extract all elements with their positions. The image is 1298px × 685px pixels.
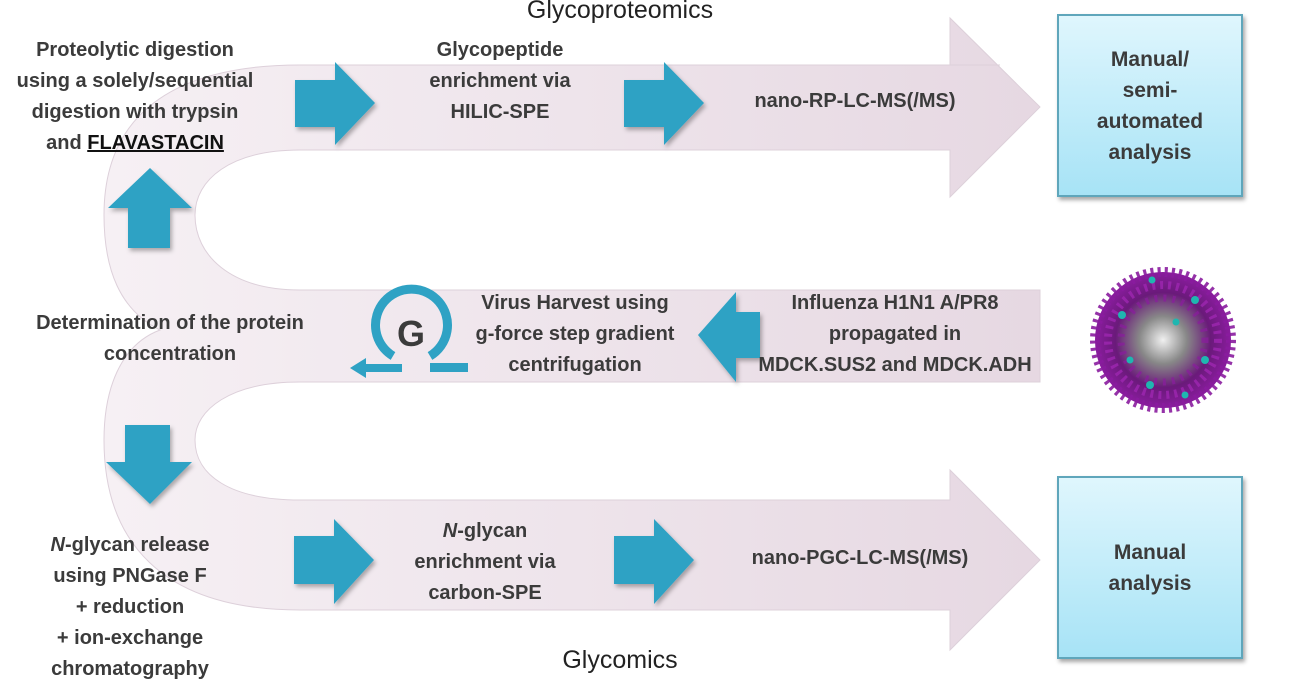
text-rest: -glycan	[457, 520, 528, 542]
upper-band	[103, 16, 1041, 652]
text-line: Proteolytic digestion	[36, 39, 234, 61]
arrow-down	[106, 425, 192, 504]
arrow-right-1	[295, 62, 375, 145]
italic-n: N	[50, 534, 65, 556]
title-glycomics: Glycomics	[562, 646, 678, 674]
step-n-glycan-release: N-glycan release using PNGase F + reduct…	[0, 530, 260, 685]
text-line: Determination of the protein	[36, 312, 304, 334]
text-line: MDCK.SUS2 and MDCK.ADH	[758, 354, 1032, 376]
step-nano-pgc-lc-ms: nano-PGC-LC-MS(/MS)	[720, 543, 1000, 574]
text-line: concentration	[103, 343, 237, 365]
step-protein-concentration: Determination of the protein concentrati…	[0, 308, 340, 370]
text-line: N-glycan	[385, 516, 585, 547]
text-line: Manual/	[1110, 47, 1190, 71]
arrow-right-3	[294, 519, 374, 604]
text-line: analysis	[1108, 140, 1192, 164]
text-line: automated	[1096, 109, 1204, 133]
text-line: nano-PGC-LC-MS(/MS)	[751, 547, 969, 569]
text-line: HILIC-SPE	[450, 101, 550, 123]
text-line: + ion-exchange	[56, 627, 204, 649]
centrifuge-icon	[350, 284, 468, 378]
text-line: using PNGase F	[53, 565, 207, 587]
text-line: g-force step gradient	[475, 323, 675, 345]
arrow-left-middle	[698, 292, 760, 382]
flavastacin-emphasis: FLAVASTACIN	[87, 132, 224, 154]
text-rest: -glycan release	[64, 534, 210, 556]
text-line: enrichment via	[414, 551, 556, 573]
arrow-right-2	[624, 62, 704, 145]
text-line: Glycopeptide	[436, 39, 564, 61]
step-virus-harvest: Virus Harvest using g-force step gradien…	[455, 288, 695, 381]
step-glycopeptide-enrichment: Glycopeptide enrichment via HILIC-SPE	[400, 35, 600, 128]
box-manual-analysis: Manual analysis	[1057, 476, 1243, 659]
step-nano-rp-lc-ms: nano-RP-LC-MS(/MS)	[720, 86, 990, 117]
title-glycoproteomics: Glycoproteomics	[526, 0, 714, 24]
text-line: propagated in	[828, 323, 962, 345]
text-line: Influenza H1N1 A/PR8	[791, 292, 999, 314]
text-line: nano-RP-LC-MS(/MS)	[754, 90, 956, 112]
box-manual-semi-automated-analysis: Manual/ semi- automated analysis	[1057, 14, 1243, 197]
text-line: Virus Harvest using	[481, 292, 669, 314]
text-line: enrichment via	[429, 70, 571, 92]
text-line: Manual	[1113, 540, 1187, 564]
step-influenza-propagation: Influenza H1N1 A/PR8 propagated in MDCK.…	[735, 288, 1055, 381]
arrow-right-4	[614, 519, 694, 604]
text-line: digestion with trypsin	[31, 101, 239, 123]
text-line: + reduction	[75, 596, 185, 618]
text-line: using a solely/sequential	[16, 70, 254, 92]
centrifuge-letter: G	[396, 313, 425, 354]
step-proteolytic-digestion: Proteolytic digestion using a solely/seq…	[0, 35, 270, 159]
text-line: and FLAVASTACIN	[0, 128, 270, 159]
step-n-glycan-enrichment: N-glycan enrichment via carbon-SPE	[385, 516, 585, 609]
italic-n: N	[442, 520, 458, 542]
text-line: semi-	[1122, 78, 1178, 102]
text-line: chromatography	[51, 658, 209, 680]
influenza-virus-illustration	[1090, 267, 1236, 413]
text-line: carbon-SPE	[428, 582, 542, 604]
text-line: centrifugation	[508, 354, 642, 376]
text-line: analysis	[1108, 571, 1192, 595]
text-line: N-glycan release	[0, 530, 260, 561]
arrow-up	[108, 168, 192, 248]
text-prefix: and	[46, 132, 88, 154]
